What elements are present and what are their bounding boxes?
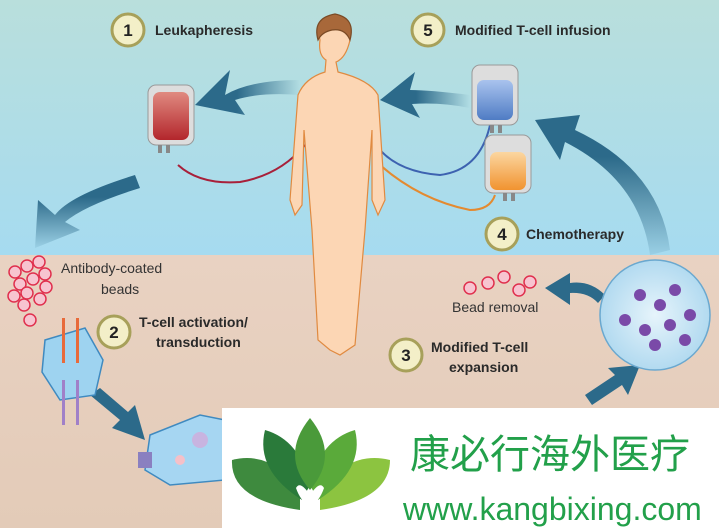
removed-beads	[463, 270, 537, 297]
step-number: 1	[123, 21, 132, 40]
red-blood-bag	[147, 84, 195, 153]
arrow-expansion-to-infusion	[535, 115, 670, 255]
blue-tube	[379, 124, 491, 177]
red-tube	[177, 144, 306, 184]
arrow-infusion-to-body	[380, 72, 470, 118]
step-label-line2: transduction	[156, 334, 241, 350]
t-cell-activation-cell	[41, 318, 104, 425]
step-1: 1 Leukapheresis	[110, 12, 253, 48]
step-label-line1: Modified T-cell	[431, 339, 528, 355]
arrow-bead-removal	[545, 273, 605, 305]
step-5: 5 Modified T-cell infusion	[410, 12, 611, 48]
arrow-body-to-bag	[195, 70, 300, 115]
patient-figure	[289, 13, 386, 356]
arrow-flask-to-expansion	[585, 365, 640, 405]
watermark-chinese-text: 康必行海外医疗	[410, 432, 690, 478]
step-number: 5	[423, 21, 432, 40]
step-number: 2	[109, 323, 118, 342]
step-3: 3 Modified T-cell expansion	[388, 337, 528, 375]
step-label: Modified T-cell infusion	[455, 22, 611, 38]
expansion-dish	[599, 259, 711, 371]
step-label: Leukapheresis	[155, 22, 253, 38]
step-label-line2: expansion	[449, 359, 518, 375]
step-2: 2 T-cell activation/ transduction	[96, 314, 248, 350]
antibody-coated-beads	[7, 255, 53, 327]
blue-t-cell-bag	[471, 64, 519, 133]
orange-chemo-bag	[484, 134, 532, 201]
step-number: 4	[497, 225, 507, 244]
watermark: 康必行海外医疗 www.kangbixing.com	[222, 408, 719, 528]
beads-label-line1: Antibody-coated	[61, 260, 162, 276]
culture-flask	[138, 414, 226, 486]
arrow-activation-to-flask	[90, 388, 145, 440]
step-4: 4 Chemotherapy	[484, 216, 624, 252]
beads-label-line2: beads	[101, 281, 139, 297]
bead-removal-label: Bead removal	[452, 299, 538, 315]
orange-tube	[379, 164, 496, 212]
watermark-url: www.kangbixing.com	[402, 491, 702, 527]
step-label: Chemotherapy	[526, 226, 624, 242]
step-number: 3	[401, 346, 410, 365]
arrow-bag-to-beads	[35, 175, 140, 248]
step-label-line1: T-cell activation/	[139, 314, 248, 330]
lotus-logo-icon	[231, 418, 390, 510]
